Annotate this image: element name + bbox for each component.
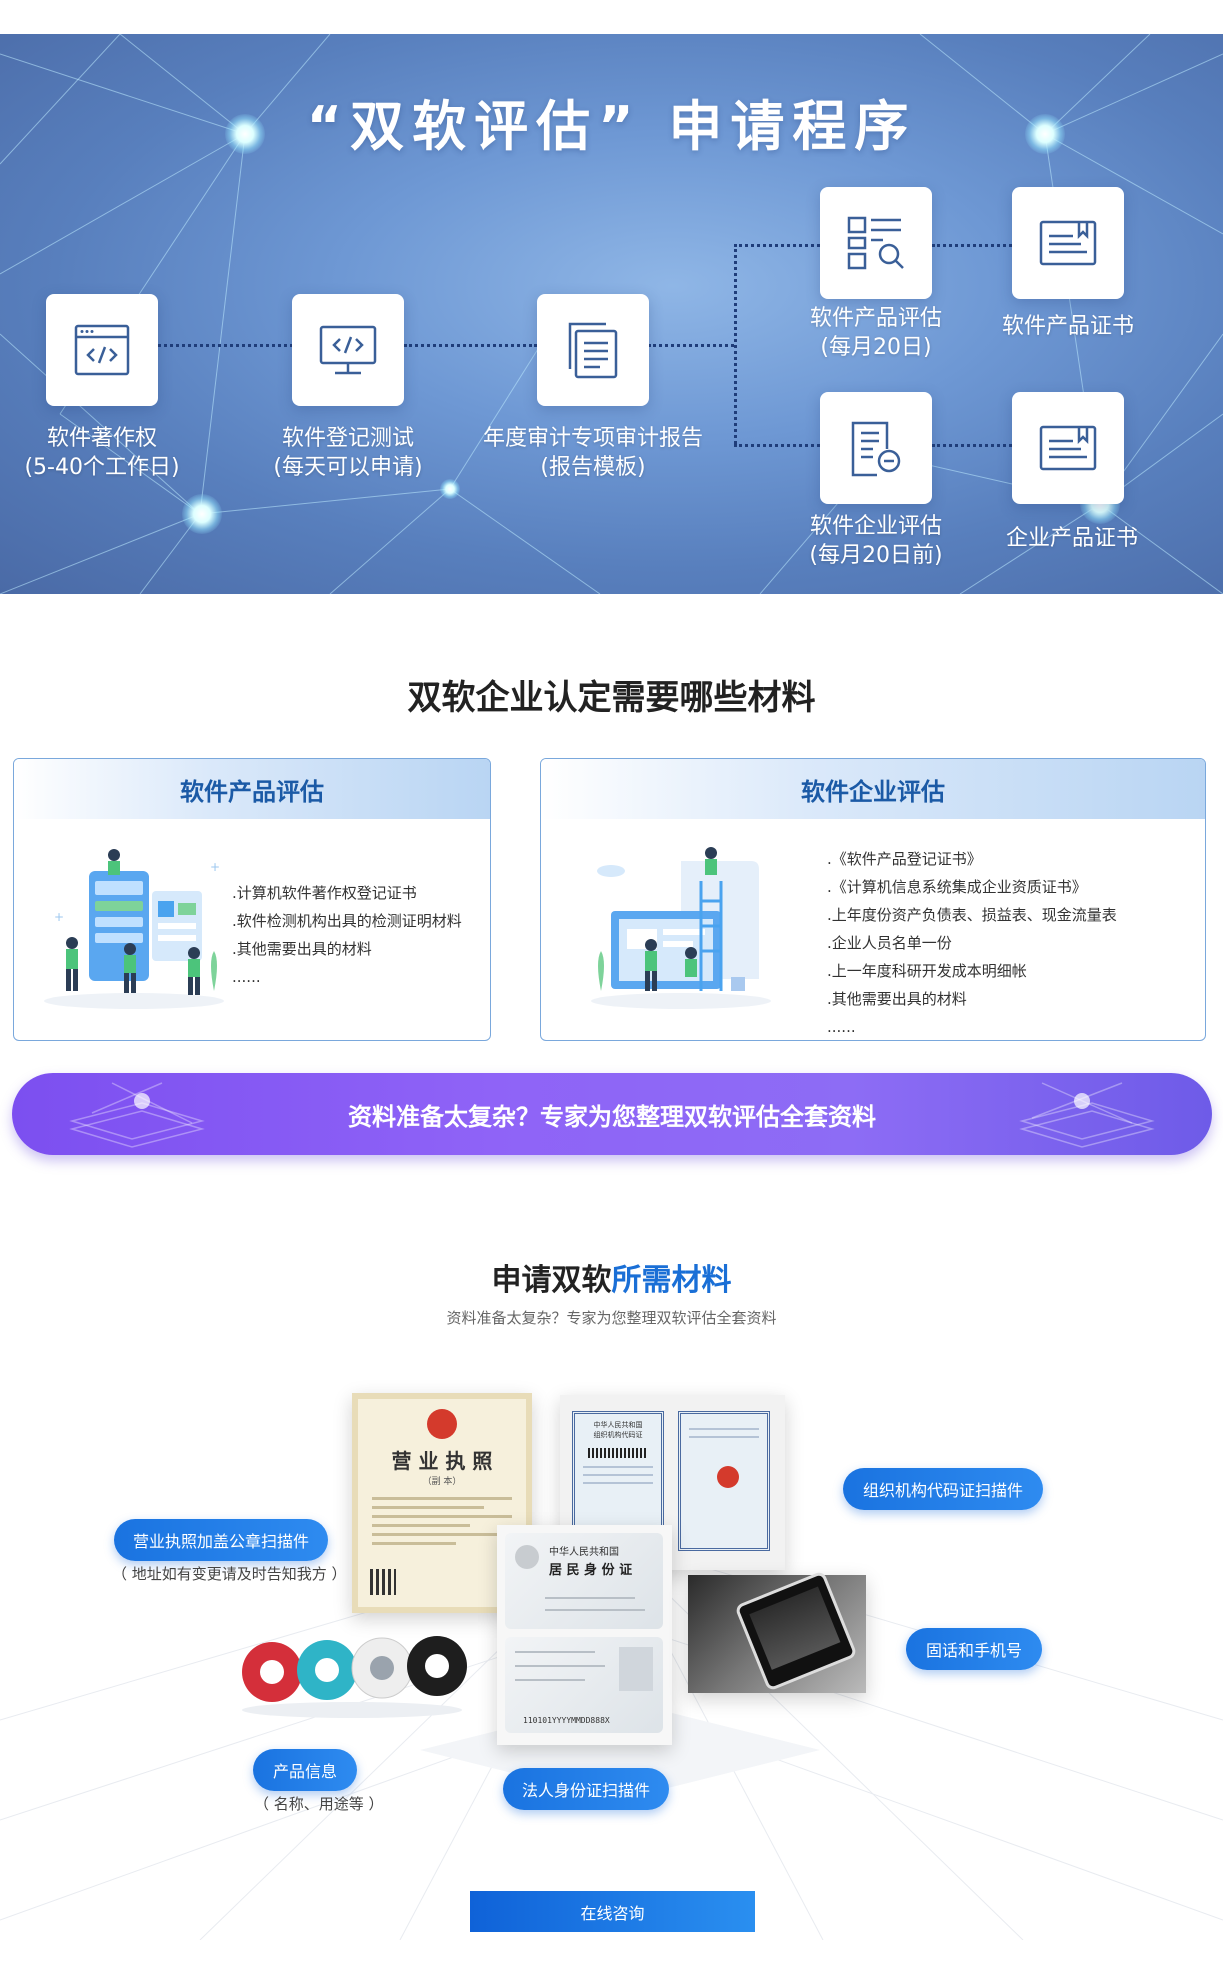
banner-text[interactable]: 资料准备太复杂？专家为您整理双软评估全套资料 [348,1102,876,1131]
connector [734,444,820,447]
step-card-product-cert [1012,187,1124,299]
qr-code-icon [370,1569,396,1595]
certificate-icon [1039,220,1097,266]
hero-title: “双软评估” 申请程序 [306,95,917,158]
list-item: .其他需要出具的材料 [827,990,967,1008]
phone-pill[interactable]: 固话和手机号 [906,1628,1042,1670]
phone-photo [688,1570,866,1693]
list-item: .计算机软件著作权登记证书 [232,884,417,902]
connector [734,244,820,247]
glow-dot [225,114,265,154]
seal-icon [717,1466,739,1488]
monitor-code-icon [319,325,377,375]
step-label-enterprise-eval: 软件企业评估(每月20日前) [809,514,943,568]
glow-dot [1025,114,1065,154]
step-label-product-cert: 软件产品证书 [1001,314,1134,339]
license-note: （ 地址如有变更请及时告知我方 ） [112,1565,347,1583]
list-item: .《计算机信息系统集成企业资质证书》 [827,878,1087,896]
step-label-audit-report: 年度审计专项审计报告(报告模板) [482,426,703,480]
list-item: ...... [827,1018,856,1036]
id-card-image: 中华人民共和国 居 民 身 份 证 110101YYYYMMDD888X [497,1525,672,1745]
required-title: 申请双软所需材料 [491,1263,732,1298]
report-search-icon [847,216,904,270]
step-card-product-eval [820,187,932,299]
step-card-copyright [46,294,158,406]
list-item: .上年度份资产负债表、损益表、现金流量表 [827,906,1117,924]
phone-icon [734,1570,858,1692]
business-license-image: 营 业 执 照 （副 本） [352,1393,532,1613]
svg-text:+: + [210,860,220,874]
enterprise-eval-box: 软件企业评估 .《软件产品登记证书》 .《计算机信息系统集成企业资质证书》 .上… [540,758,1206,1041]
list-item: .其他需要出具的材料 [232,940,372,958]
product-eval-list: .计算机软件著作权登记证书 .软件检测机构出具的检测证明材料 .其他需要出具的材… [232,879,462,991]
step-label-enterprise-cert: 企业产品证书 [1005,526,1138,551]
enterprise-eval-header: 软件企业评估 [541,759,1205,819]
required-subtitle: 资料准备太复杂？专家为您整理双软评估全套资料 [446,1309,777,1327]
connector [734,244,737,444]
id-photo [619,1647,653,1691]
step-label-product-eval: 软件产品评估(每月20日) [809,306,942,360]
step-card-enterprise-cert [1012,392,1124,504]
license-pill[interactable]: 营业执照加盖公章扫描件 [114,1519,328,1561]
product-pill[interactable]: 产品信息 [253,1749,357,1791]
list-item: ...... [232,968,261,986]
glow-dot [182,494,222,534]
process-hero: “双软评估” 申请程序 软件著作权(5-40个工作日) 软件登记测试(每天可以申… [0,34,1223,594]
id-card-pill[interactable]: 法人身份证扫描件 [503,1768,669,1810]
materials-title: 双软企业认定需要哪些材料 [407,678,816,718]
list-item: .《软件产品登记证书》 [827,850,982,868]
step-card-audit-report [537,294,649,406]
connector [158,344,293,347]
certificate-icon [1039,425,1097,471]
documents-icon [568,322,618,379]
product-eval-box: 软件产品评估 ++ .计算机软件著作权登记证书 .软件检测机构出具的检测证明材料… [13,758,491,1041]
online-consult-button[interactable]: 在线咨询 [470,1891,755,1932]
connector [932,444,1012,447]
book-decoration-left [69,1082,205,1148]
document-search-icon [851,421,901,477]
list-item: .上一年度科研开发成本明细帐 [827,962,1027,980]
connector [648,344,734,347]
step-card-registration-test [292,294,404,406]
step-label-registration-test: 软件登记测试(每天可以申请) [273,426,423,480]
code-window-icon [74,324,130,376]
product-earbuds-image [242,1636,467,1718]
enterprise-eval-list: .《软件产品登记证书》 .《计算机信息系统集成企业资质证书》 .上年度份资产负债… [827,845,1117,1040]
book-decoration-right [1019,1082,1155,1148]
product-note: （ 名称、用途等 ） [254,1795,384,1813]
office-team-illustration [591,847,771,1009]
org-code-pill[interactable]: 组织机构代码证扫描件 [843,1468,1043,1510]
expert-banner[interactable]: 资料准备太复杂？专家为您整理双软评估全套资料 [12,1073,1212,1155]
barcode-icon [588,1448,648,1458]
team-app-illustration: ++ [44,849,224,1009]
product-eval-header: 软件产品评估 [14,759,490,819]
connector [404,344,537,347]
step-label-copyright: 软件著作权(5-40个工作日) [24,426,180,480]
connector [932,244,1012,247]
list-item: .软件检测机构出具的检测证明材料 [232,912,462,930]
emblem-icon [515,1545,539,1569]
step-card-enterprise-eval [820,392,932,504]
emblem-icon [427,1409,457,1439]
list-item: .企业人员名单一份 [827,934,952,952]
svg-text:+: + [54,910,64,924]
glow-dot [440,479,460,499]
